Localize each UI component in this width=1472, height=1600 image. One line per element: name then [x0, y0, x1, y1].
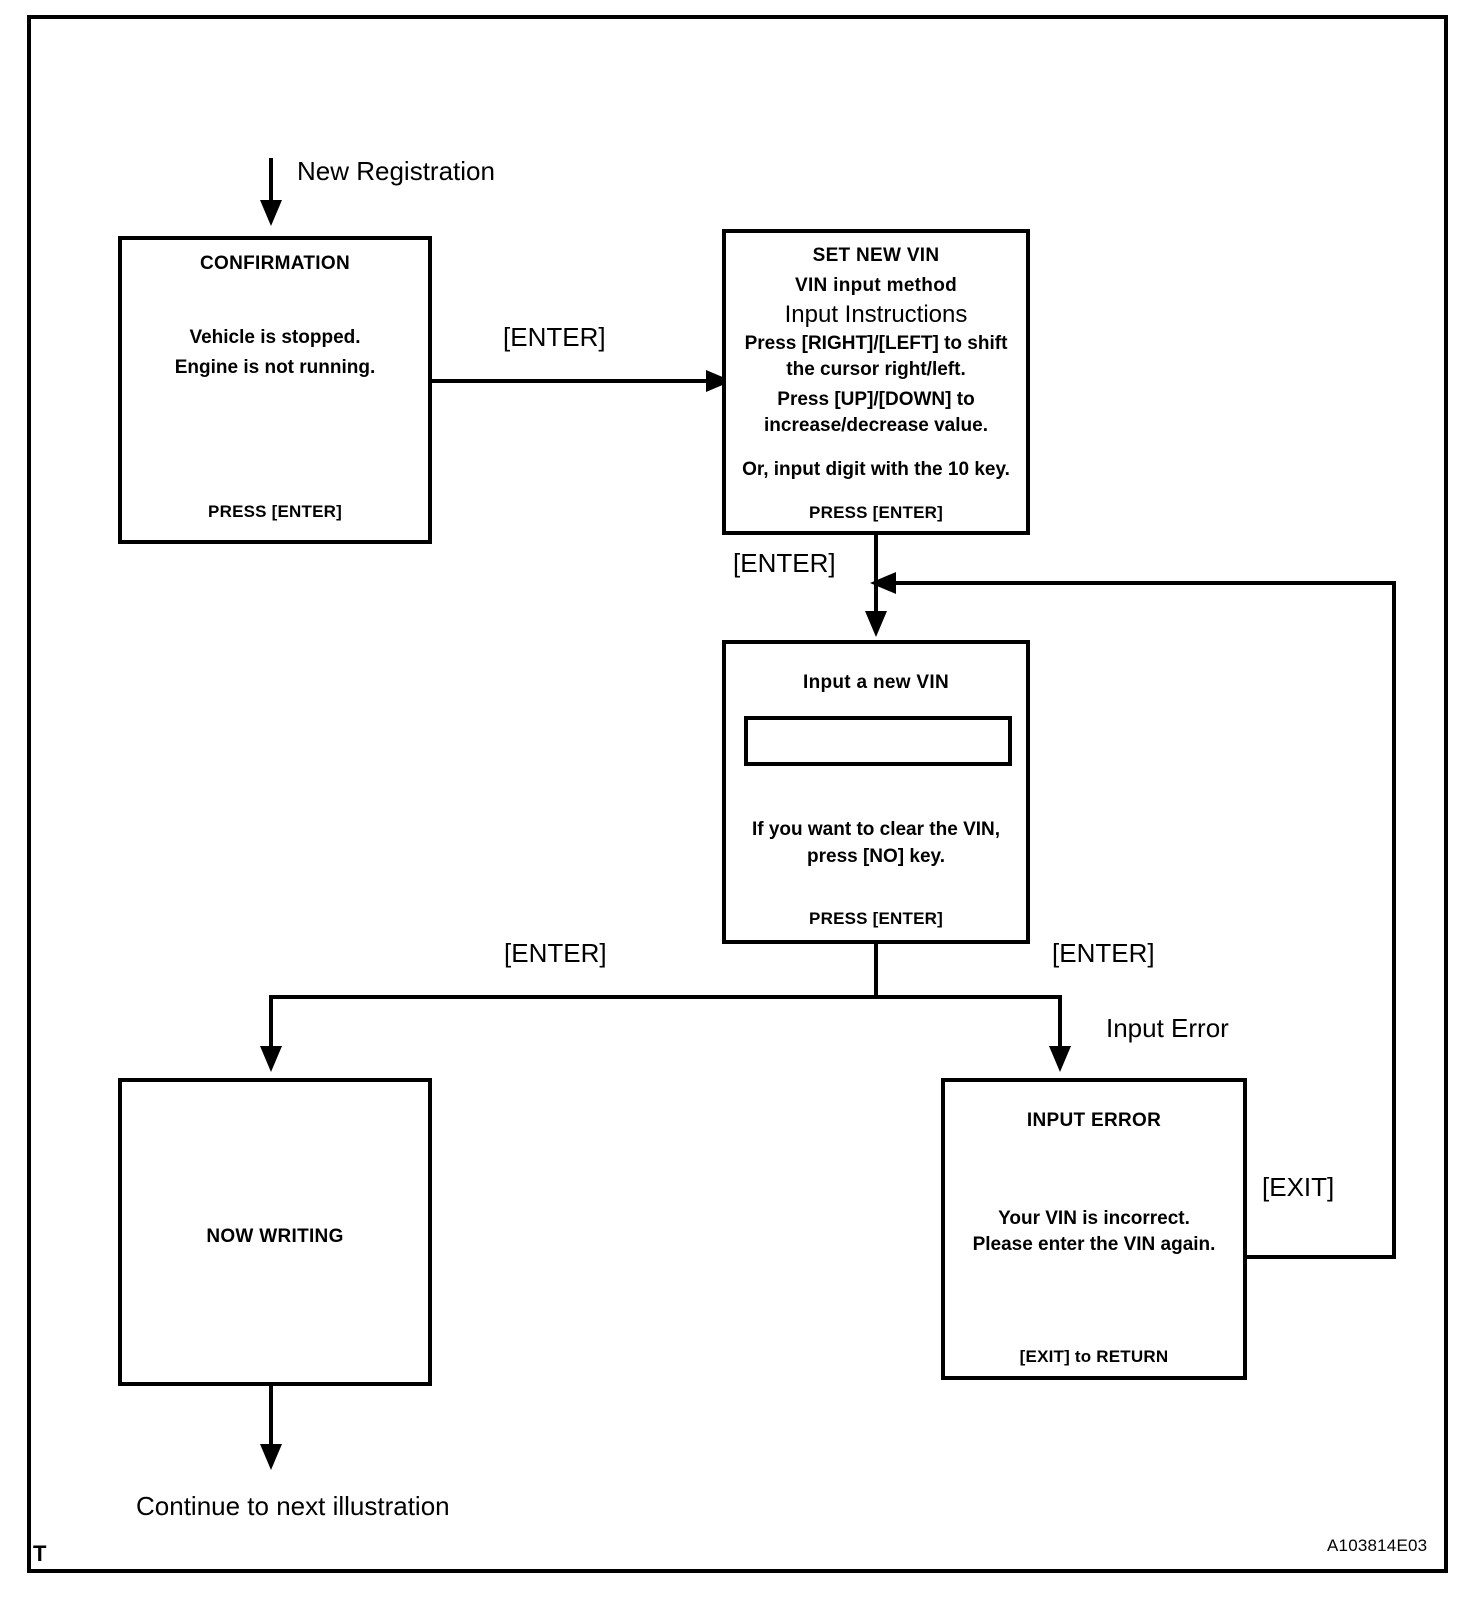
inputvin-title: Input a new VIN	[803, 672, 949, 693]
confirmation-footer: PRESS [ENTER]	[208, 502, 342, 521]
inputvin-footer: PRESS [ENTER]	[809, 909, 943, 928]
entry-arrow-head	[260, 200, 282, 226]
label-exit-error-to-inputvin: [EXIT]	[1262, 1172, 1335, 1202]
setvin-instruction-line-2: the cursor right/left.	[786, 359, 966, 380]
exit-label: Continue to next illustration	[136, 1491, 450, 1521]
branch-right-line	[1058, 995, 1062, 1052]
label-enter-inputvin-to-nowwriting: [ENTER]	[504, 938, 607, 968]
confirmation-body-line-1: Vehicle is stopped.	[189, 327, 361, 348]
error-loopback-arrow-head	[870, 572, 896, 594]
error-loopback-bottom-line	[1247, 1255, 1396, 1259]
inputerror-body-line-1: Your VIN is incorrect.	[998, 1208, 1190, 1229]
inputvin-note-line-2: press [NO] key.	[807, 846, 945, 867]
label-enter-inputvin-to-error: [ENTER]	[1052, 938, 1155, 968]
page-frame	[27, 15, 1448, 1573]
setvin-instruction-line-1: Press [RIGHT]/[LEFT] to shift	[744, 333, 1008, 354]
vin-input-field[interactable]	[744, 716, 1012, 766]
screen-now-writing: NOW WRITING	[118, 1078, 432, 1386]
exit-arrow-head	[260, 1444, 282, 1470]
screen-input-error: INPUT ERROR Your VIN is incorrect. Pleas…	[941, 1078, 1247, 1380]
setvin-to-inputvin-arrow-head	[865, 611, 887, 637]
setvin-instruction-line-5: Or, input digit with the 10 key.	[742, 459, 1010, 480]
setvin-instruction-line-3: Press [UP]/[DOWN] to	[777, 389, 975, 410]
screen-confirmation: CONFIRMATION Vehicle is stopped. Engine …	[118, 236, 432, 544]
corner-mark: T	[33, 1541, 47, 1566]
confirmation-body-line-2: Engine is not running.	[174, 357, 376, 378]
setvin-footer: PRESS [ENTER]	[809, 503, 943, 522]
screen-set-new-vin: SET NEW VIN VIN input method Input Instr…	[722, 229, 1030, 535]
nowwriting-title: NOW WRITING	[206, 1226, 344, 1247]
label-enter-confirmation-to-setvin: [ENTER]	[503, 322, 606, 352]
screen-input-new-vin: Input a new VIN If you want to clear the…	[722, 640, 1030, 944]
reference-code: A103814E03	[1327, 1536, 1428, 1555]
vin-input-value	[748, 720, 1008, 740]
entry-label: New Registration	[297, 156, 495, 186]
confirmation-title: CONFIRMATION	[200, 253, 350, 274]
setvin-heading: Input Instructions	[784, 301, 968, 328]
setvin-subtitle: VIN input method	[794, 275, 958, 296]
inputvin-note-line-1: If you want to clear the VIN,	[751, 819, 1001, 840]
label-input-error-branch: Input Error	[1106, 1013, 1229, 1043]
exit-connector-line	[269, 1386, 273, 1450]
setvin-title: SET NEW VIN	[812, 245, 940, 266]
error-loopback-vertical-line	[1392, 581, 1396, 1259]
inputvin-branch-stem	[874, 944, 878, 997]
inputerror-footer: [EXIT] to RETURN	[1019, 1347, 1169, 1366]
inputerror-body-line-2: Please enter the VIN again.	[972, 1234, 1216, 1255]
inputvin-branch-horizontal	[269, 995, 1062, 999]
entry-connector-line	[269, 158, 273, 206]
error-loopback-top-line	[896, 581, 1396, 585]
inputerror-title: INPUT ERROR	[1026, 1110, 1162, 1131]
branch-left-arrow-head	[260, 1046, 282, 1072]
branch-left-line	[269, 995, 273, 1052]
label-enter-setvin-to-inputvin: [ENTER]	[733, 548, 836, 578]
branch-right-arrow-head	[1049, 1046, 1071, 1072]
confirmation-to-setvin-line	[430, 379, 712, 383]
setvin-instruction-line-4: increase/decrease value.	[764, 415, 988, 436]
